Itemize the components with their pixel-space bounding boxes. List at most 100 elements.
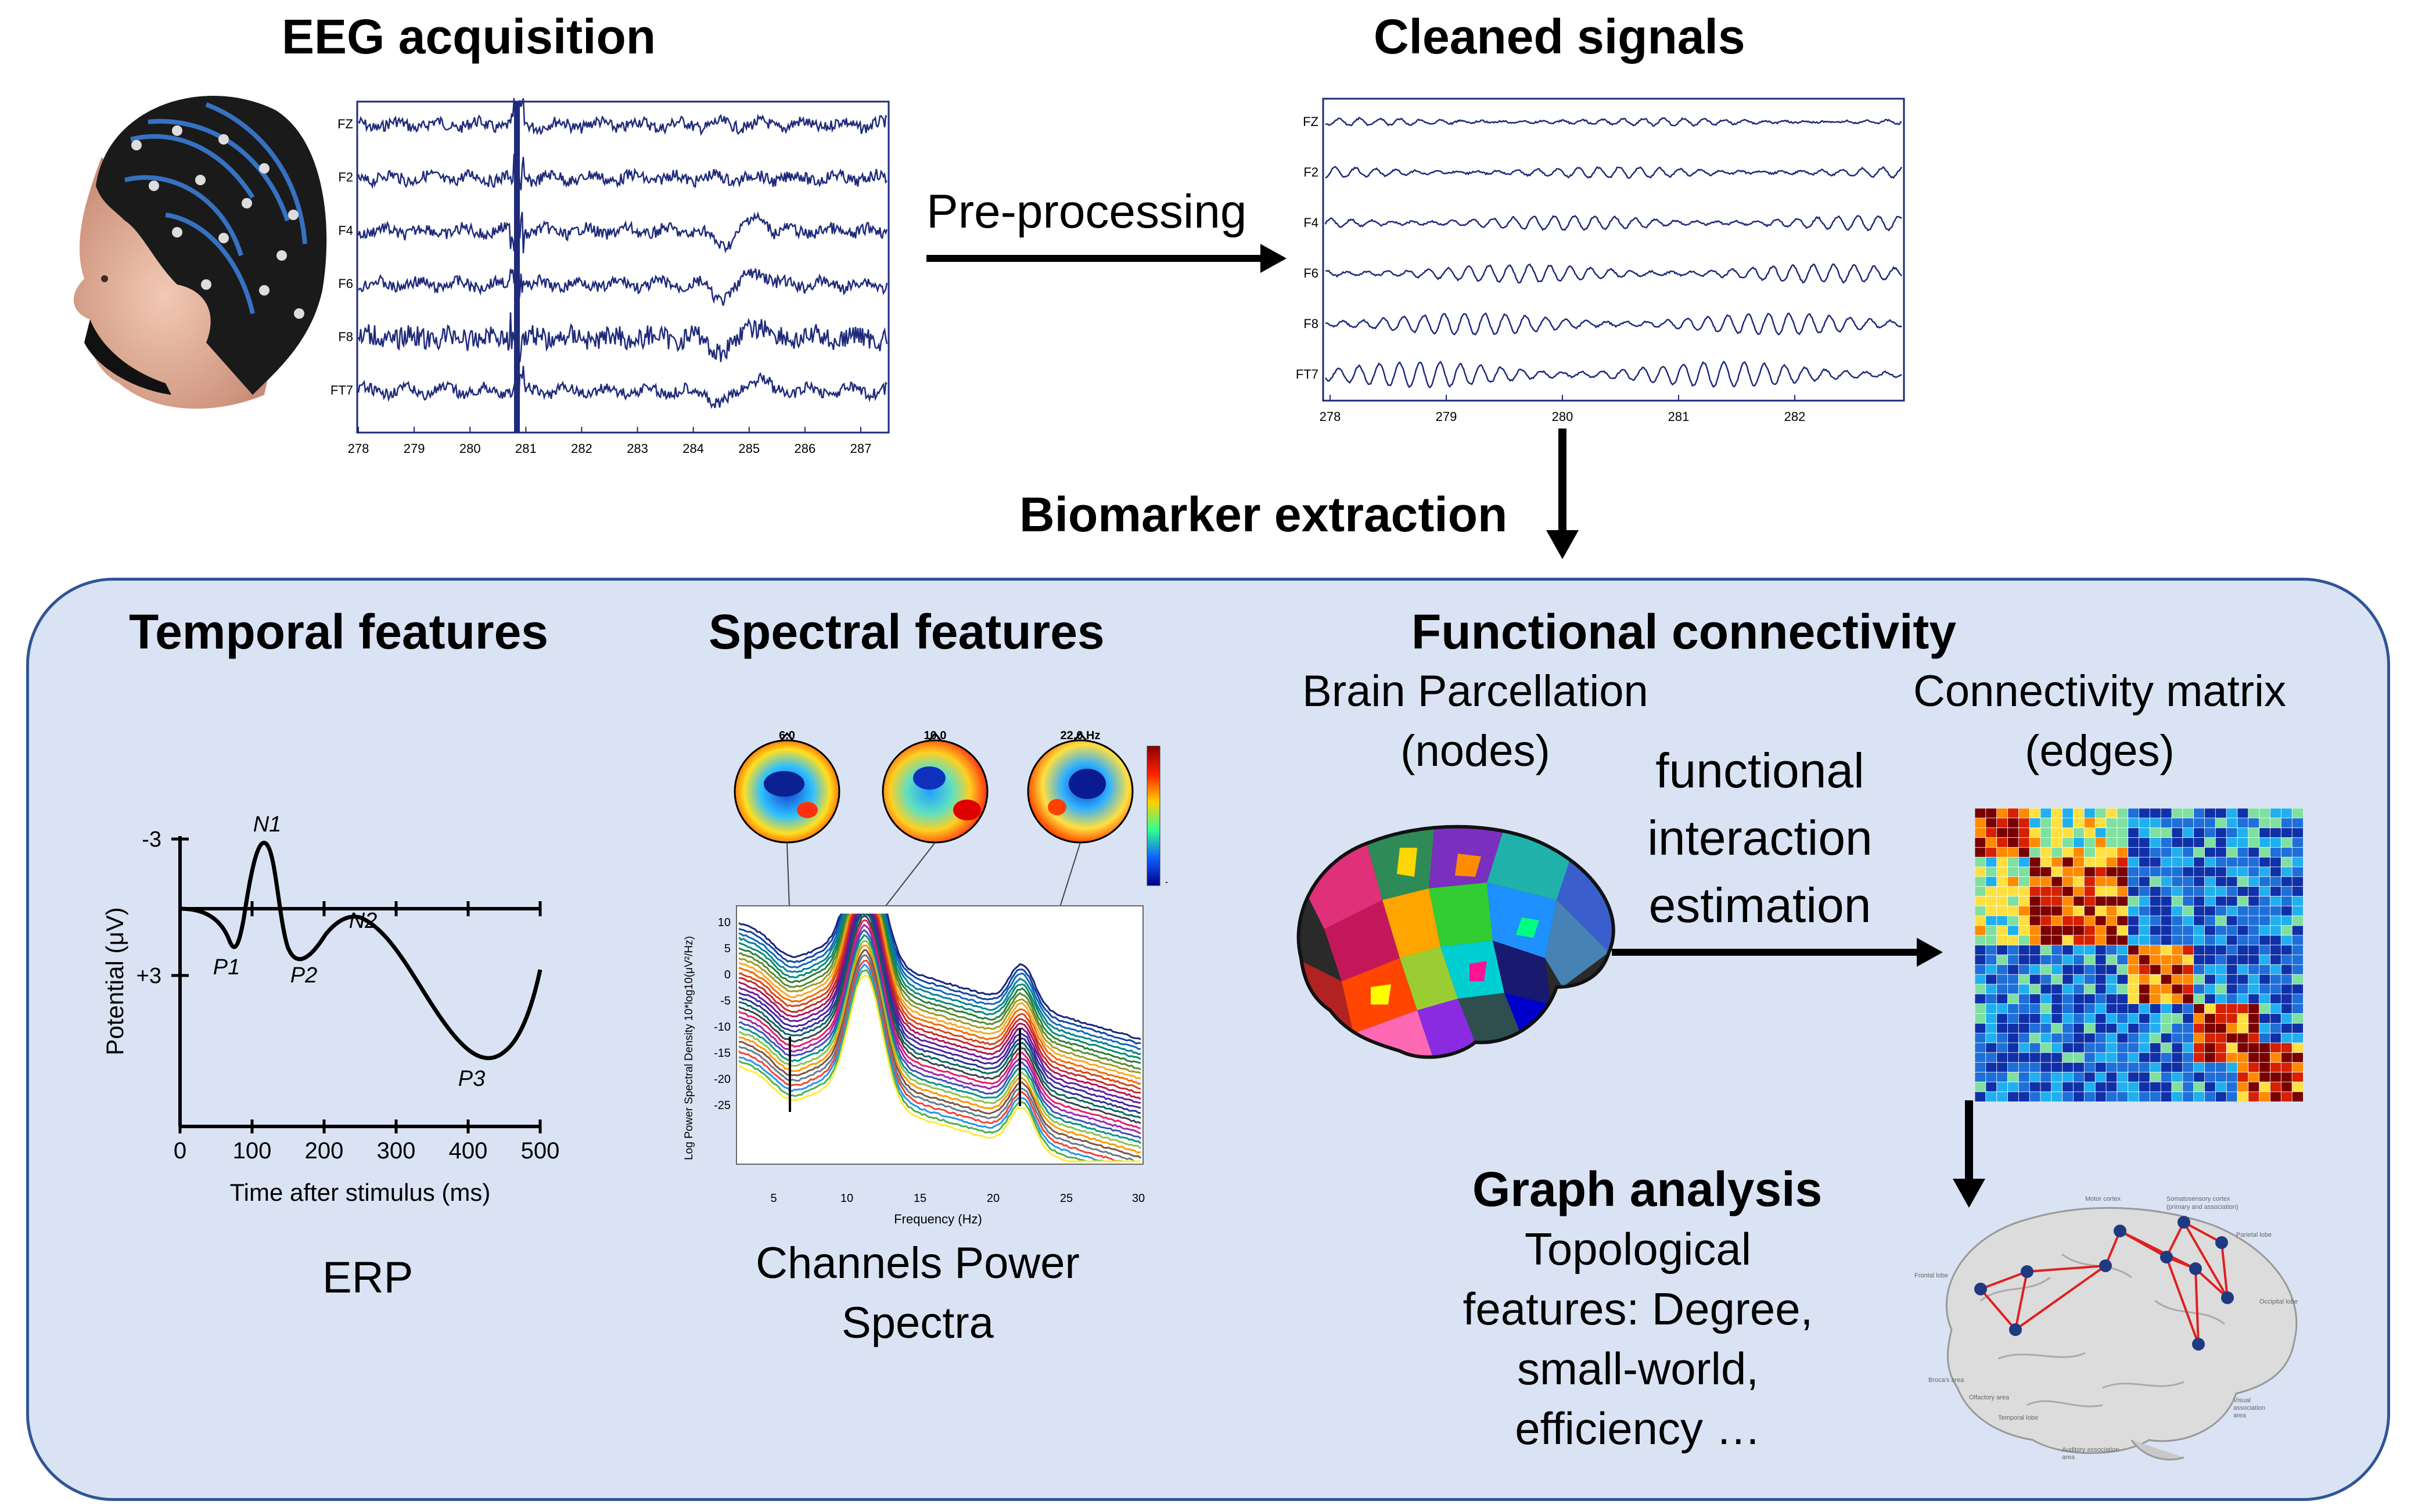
matrix-cell (2291, 993, 2303, 1005)
matrix-cell (2270, 896, 2282, 907)
matrix-cell (1985, 1052, 1997, 1063)
matrix-cell (2128, 1003, 2140, 1014)
matrix-cell (1996, 974, 2008, 985)
matrix-cell (2270, 1062, 2282, 1073)
matrix-cell (2029, 1003, 2041, 1014)
matrix-cell (2182, 827, 2194, 838)
matrix-cell (2018, 1003, 2031, 1014)
matrix-cell (2083, 827, 2096, 838)
matrix-cell (2149, 1023, 2161, 1034)
matrix-cell (2193, 1062, 2205, 1073)
matrix-cell (1975, 1081, 1986, 1092)
matrix-cell (2018, 925, 2031, 936)
matrix-cell (2248, 837, 2260, 848)
matrix-cell (2051, 1023, 2063, 1034)
matrix-cell (2094, 896, 2107, 907)
matrix-cell (2182, 847, 2194, 858)
matrix-cell (2094, 915, 2107, 926)
matrix-cell (2094, 905, 2107, 917)
matrix-cell (1985, 866, 1997, 877)
matrix-cell (1975, 1072, 1986, 1083)
matrix-cell (2117, 915, 2129, 926)
matrix-cell (2280, 847, 2293, 858)
brain-network-graph: Motor cortex Somatosensory cortex (prima… (1914, 1196, 2298, 1461)
matrix-cell (2237, 945, 2249, 956)
psd-xlabel: Frequency (Hz) (894, 1212, 982, 1226)
matrix-cell (2182, 905, 2194, 917)
matrix-cell (2160, 993, 2172, 1005)
matrix-cell (2226, 1023, 2238, 1034)
matrix-cell (2105, 1052, 2118, 1063)
matrix-cell (2248, 1013, 2260, 1024)
matrix-cell (2117, 886, 2129, 897)
matrix-cell (2248, 1023, 2260, 1034)
matrix-cell (2215, 984, 2227, 995)
matrix-cell (2149, 847, 2161, 858)
matrix-cell (2215, 1003, 2227, 1014)
psd-ylabel: Log Power Spectral Density 10*log10(μV²/… (683, 936, 695, 1160)
erp-peak-p3: P3 (458, 1067, 485, 1091)
matrix-cell (2204, 1023, 2216, 1034)
matrix-cell (1985, 993, 1997, 1005)
erp-waveform (179, 840, 542, 1060)
matrix-label-line1: Connectivity matrix (1913, 667, 2286, 716)
erp-xtick-400: 400 (449, 1138, 488, 1164)
raw-eeg-traces (357, 98, 888, 409)
matrix-cell (2149, 827, 2161, 838)
matrix-cell (2073, 1072, 2085, 1083)
matrix-cell (2160, 866, 2172, 877)
matrix-cell (2226, 1072, 2238, 1083)
matrix-cell (2171, 984, 2183, 995)
raw-eeg-tick: 285 (738, 441, 760, 456)
psd-xtick-15: 15 (914, 1192, 926, 1205)
matrix-cell (2149, 905, 2161, 917)
matrix-cell (2018, 1062, 2031, 1073)
matrix-cell (2073, 1013, 2085, 1024)
atlas-label-frontal: Frontal lobe (1914, 1272, 1948, 1279)
matrix-cell (2139, 935, 2151, 946)
matrix-cell (2237, 1091, 2249, 1101)
matrix-cell (1996, 827, 2008, 838)
matrix-cell (2226, 1013, 2238, 1024)
matrix-cell (2160, 1052, 2172, 1063)
matrix-cell (2182, 1032, 2194, 1043)
matrix-cell (2040, 1013, 2052, 1024)
matrix-cell (2215, 1062, 2227, 1073)
matrix-cell (2007, 945, 2020, 956)
matrix-cell (2204, 856, 2216, 867)
matrix-cell (2083, 876, 2096, 887)
matrix-cell (2237, 896, 2249, 907)
matrix-cell (1975, 847, 1986, 858)
matrix-cell (2237, 974, 2249, 985)
erp-label: ERP (322, 1253, 414, 1302)
cleaned-eeg-trace (1325, 312, 1902, 336)
matrix-cell (2280, 984, 2293, 995)
matrix-cell (2128, 1023, 2140, 1034)
matrix-cell (2073, 896, 2085, 907)
raw-eeg-trace (357, 312, 888, 363)
matrix-cell (2040, 1032, 2052, 1043)
matrix-cell (2259, 896, 2271, 907)
matrix-cell (2215, 827, 2227, 838)
spectra-label-line1: Channels Power (756, 1239, 1080, 1288)
temporal-features-title: Temporal features (129, 604, 548, 659)
matrix-cell (2237, 818, 2249, 829)
spectra-label: Channels Power Spectra (738, 1234, 1098, 1353)
matrix-cell (2073, 866, 2085, 877)
matrix-cell (2018, 1013, 2031, 1024)
matrix-cell (2204, 1003, 2216, 1014)
matrix-cell (2018, 847, 2031, 858)
matrix-cell (2270, 915, 2282, 926)
matrix-cell (1985, 1003, 1997, 1014)
matrix-cell (2270, 856, 2282, 867)
matrix-cell (2029, 886, 2041, 897)
matrix-cell (2270, 886, 2282, 897)
matrix-cell (1996, 955, 2008, 966)
matrix-cell (2094, 1003, 2107, 1014)
psd-channel-line (738, 915, 1141, 1125)
matrix-cell (2083, 837, 2096, 848)
matrix-cell (2062, 1052, 2074, 1063)
matrix-cell (2139, 915, 2151, 926)
matrix-cell (2149, 1091, 2161, 1101)
